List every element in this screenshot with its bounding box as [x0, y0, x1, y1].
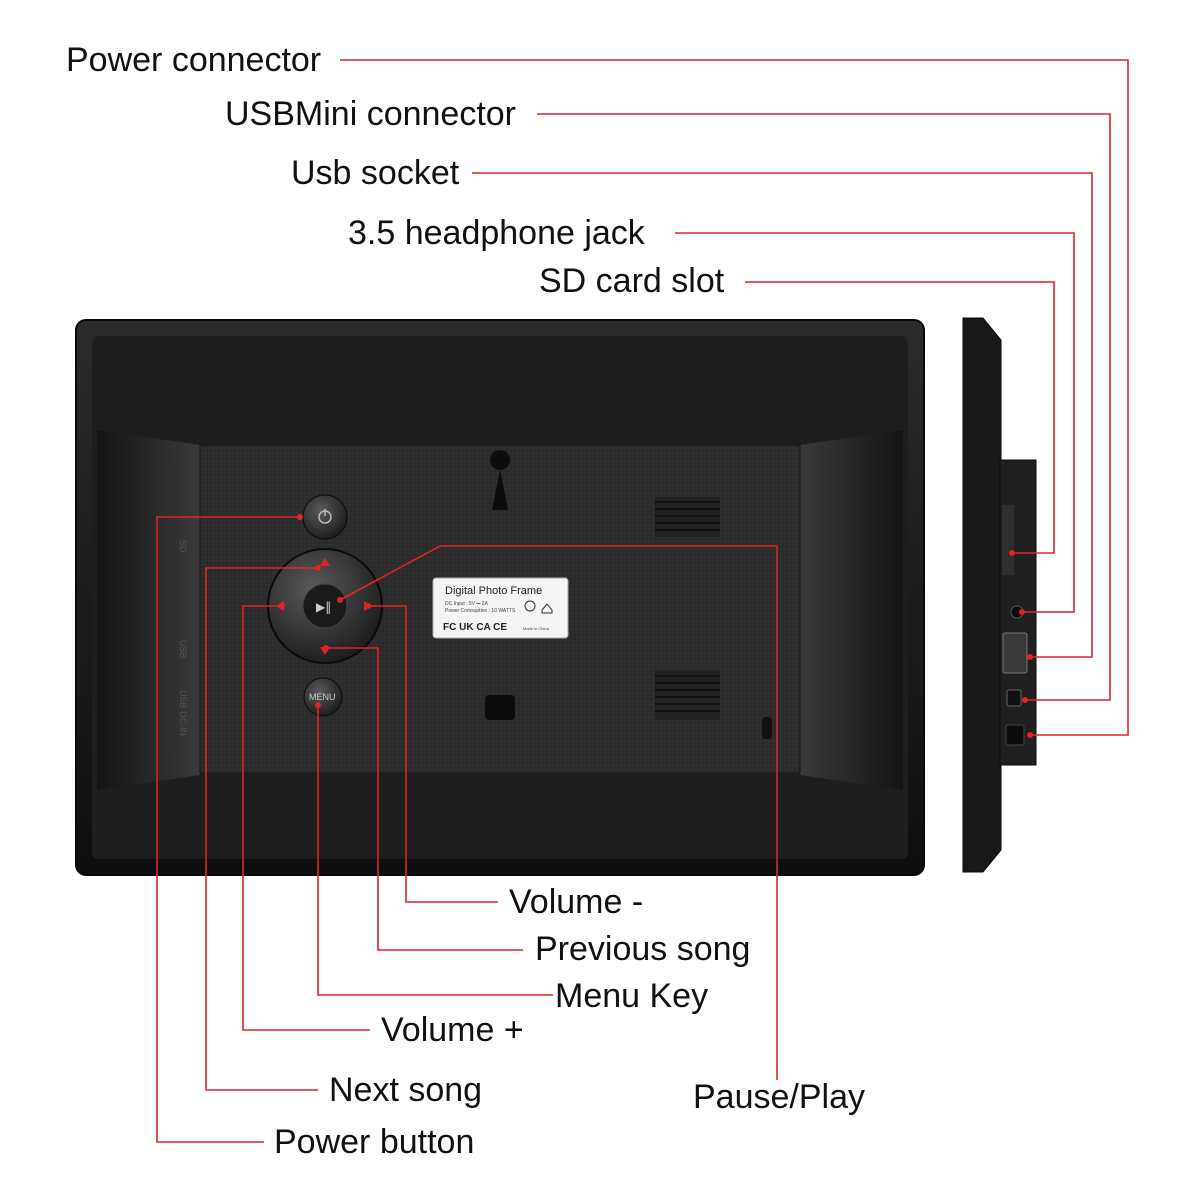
callout-volume-minus: Volume -: [509, 883, 644, 921]
leader-lines-top: [340, 59, 1129, 736]
speaker-grille-bottom: [655, 670, 720, 720]
sd-card-slot: [1002, 505, 1014, 575]
check-mark-icon: [524, 600, 536, 612]
bevel-left: [97, 430, 200, 790]
label-power: Power Comsuption : 10 WATTS: [445, 608, 516, 614]
label-made-in: Made in China: [523, 626, 550, 631]
callout-headphone-jack: 3.5 headphone jack: [348, 214, 645, 252]
label-cert-marks: FC UK CA CE: [443, 622, 507, 633]
svg-text:USB: USB: [178, 640, 188, 659]
label-dc-input: DC Input : 5V ⎓ 2A: [445, 601, 489, 607]
usb-socket: [1002, 632, 1028, 674]
speaker-grille-top: [655, 497, 720, 537]
menu-button-label: MENU: [309, 692, 336, 702]
usb-mini-connector: [1006, 689, 1022, 707]
callout-power-button: Power button: [274, 1123, 475, 1161]
power-button[interactable]: [302, 494, 348, 540]
reset-hole: [762, 717, 772, 739]
menu-button[interactable]: MENU: [303, 677, 343, 717]
callout-sd-card-slot: SD card slot: [539, 262, 725, 300]
svg-text:USB DC-IN: USB DC-IN: [178, 690, 188, 736]
house-icon: [541, 603, 553, 614]
frame-side-view: [962, 317, 1037, 873]
callout-usbmini-connector: USBMini connector: [225, 95, 517, 133]
side-port-labels: SD USB USB DC-IN: [178, 540, 188, 736]
svg-text:SD: SD: [178, 540, 188, 553]
callout-previous-song: Previous song: [535, 930, 751, 968]
callout-volume-plus: Volume +: [381, 1011, 524, 1049]
wall-mount-hole-bottom: [485, 695, 515, 720]
leader-lines-bottom: [156, 516, 778, 1143]
wall-mount-hole-top: [490, 450, 511, 510]
callout-power-connector: Power connector: [66, 41, 322, 79]
power-connector: [1005, 724, 1025, 746]
bevel-right: [800, 430, 903, 790]
leader-dots-bottom: [279, 514, 371, 708]
callout-pause-play: Pause/Play: [693, 1078, 865, 1116]
dpad-control[interactable]: ▶‖: [267, 548, 383, 664]
callout-usb-socket: Usb socket: [291, 154, 460, 192]
play-pause-icon: ▶‖: [316, 600, 331, 614]
product-label: Digital Photo Frame DC Input : 5V ⎓ 2A P…: [432, 577, 569, 639]
callout-next-song: Next song: [329, 1071, 483, 1109]
label-title: Digital Photo Frame: [445, 585, 542, 597]
leader-dots-top: [1009, 550, 1033, 738]
rear-panel: Digital Photo Frame DC Input : 5V ⎓ 2A P…: [199, 444, 801, 774]
volume-up-arrow-icon: [320, 558, 330, 566]
callout-menu-key: Menu Key: [555, 977, 709, 1015]
pause-play-button[interactable]: [302, 583, 348, 629]
